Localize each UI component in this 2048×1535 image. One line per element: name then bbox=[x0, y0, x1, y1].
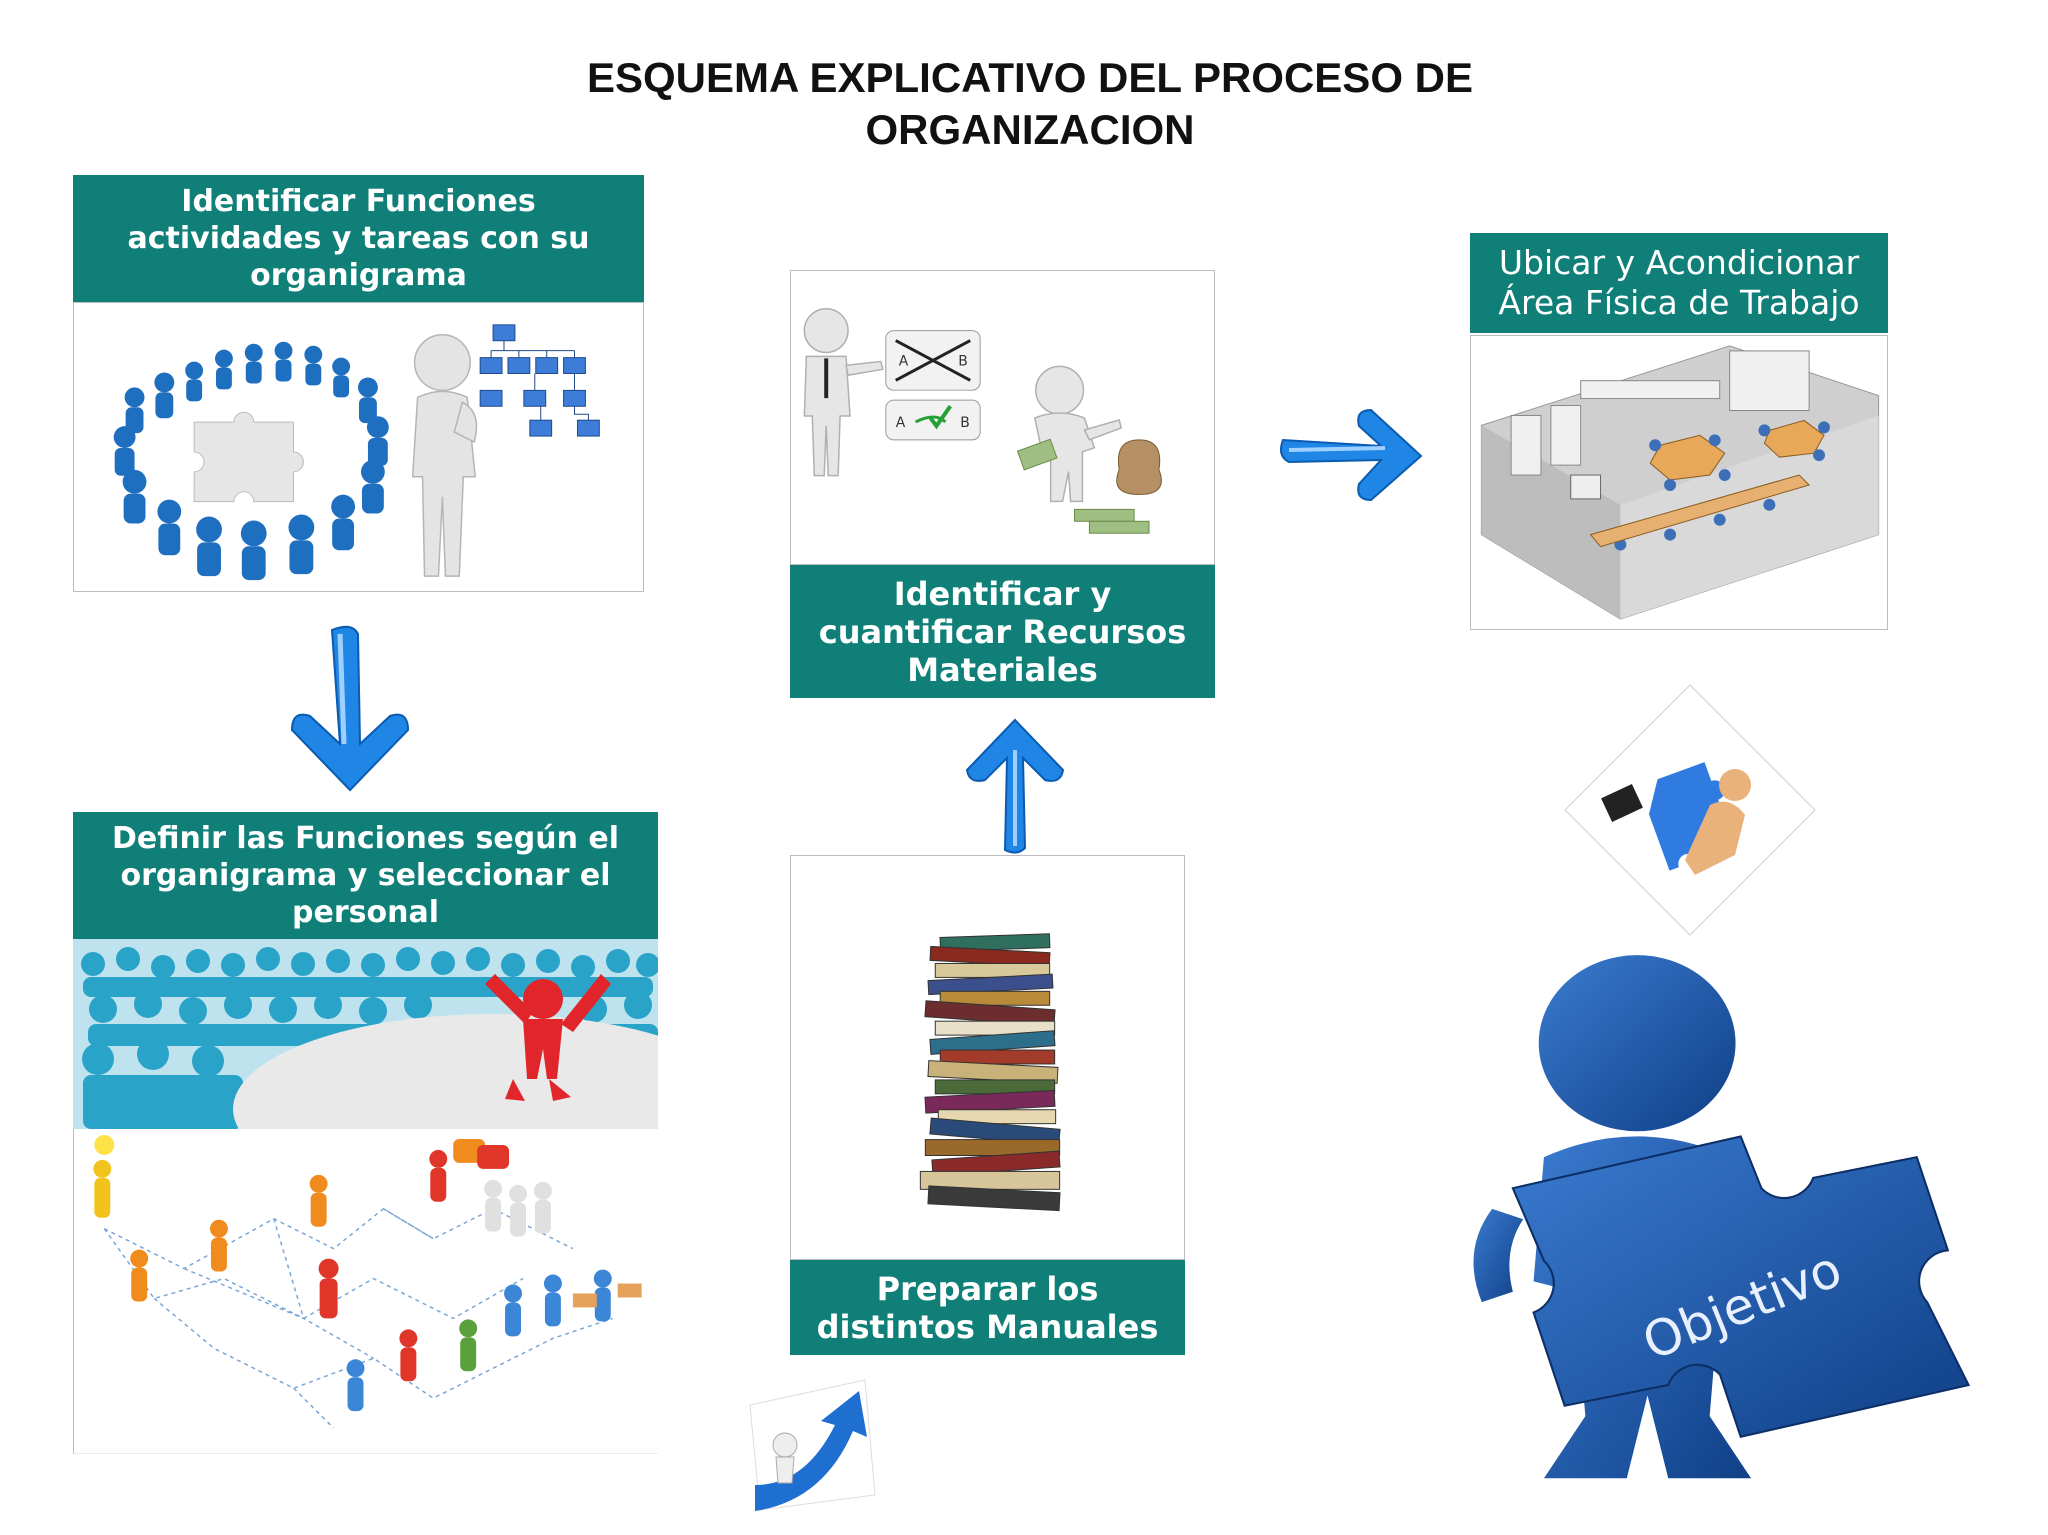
step-1-illustration bbox=[73, 302, 644, 592]
leader-icon bbox=[485, 974, 611, 1101]
diagram-title-line2: ORGANIZACION bbox=[865, 106, 1195, 153]
arrow-down-icon bbox=[290, 625, 410, 792]
step-4-illustration: A B A B bbox=[790, 270, 1215, 565]
step-2-label-box: Definir las Funciones según el organigra… bbox=[73, 812, 658, 939]
step-3-label-box: Preparar los distintos Manuales bbox=[790, 1260, 1185, 1355]
step-1-label-box: Identificar Funciones actividades y tare… bbox=[73, 175, 644, 302]
books-stack-icon bbox=[919, 933, 1061, 1212]
step-2-label: Definir las Funciones según el organigra… bbox=[111, 821, 620, 930]
org-chart-icon bbox=[479, 324, 600, 437]
step-5-label: Ubicar y Acondicionar Área Física de Tra… bbox=[1498, 243, 1860, 322]
svg-text:A: A bbox=[899, 353, 909, 369]
step-4-label-box: Identificar y cuantificar Recursos Mater… bbox=[790, 565, 1215, 698]
step-3-illustration bbox=[790, 855, 1185, 1260]
network-people-icon bbox=[93, 1134, 642, 1429]
money-bag-icon bbox=[1016, 365, 1162, 534]
svg-text:A: A bbox=[896, 415, 906, 431]
diagram-title: ESQUEMA EXPLICATIVO DEL PROCESO DE ORGAN… bbox=[430, 52, 1630, 156]
step-2-illustration-crowd bbox=[73, 939, 658, 1129]
growth-arrow-icon bbox=[749, 1379, 876, 1511]
puzzle-figure-icon bbox=[1564, 684, 1816, 936]
presenter-icon: A B A B bbox=[803, 307, 1162, 534]
step-2-illustration-network bbox=[73, 1129, 658, 1454]
crowd-icon bbox=[73, 939, 658, 1129]
thinking-person-icon bbox=[411, 334, 478, 577]
arrow-right-icon bbox=[1280, 408, 1423, 502]
step-3-label: Preparar los distintos Manuales bbox=[816, 1269, 1159, 1346]
people-circle-icon bbox=[113, 324, 600, 581]
svg-text:B: B bbox=[960, 415, 970, 431]
step-4-label: Identificar y cuantificar Recursos Mater… bbox=[818, 574, 1187, 689]
step-1-label: Identificar Funciones actividades y tare… bbox=[127, 184, 590, 293]
step-5-label-box: Ubicar y Acondicionar Área Física de Tra… bbox=[1470, 233, 1888, 333]
objective-figure-icon: Objetivo bbox=[1473, 955, 1971, 1479]
office-floorplan-icon bbox=[1480, 345, 1880, 620]
step-5-illustration bbox=[1470, 335, 1888, 630]
svg-text:B: B bbox=[958, 353, 968, 369]
chart-board-icon: A B A B bbox=[885, 330, 981, 441]
diagram-title-line1: ESQUEMA EXPLICATIVO DEL PROCESO DE bbox=[586, 54, 1474, 101]
arrow-up-icon bbox=[965, 718, 1065, 854]
